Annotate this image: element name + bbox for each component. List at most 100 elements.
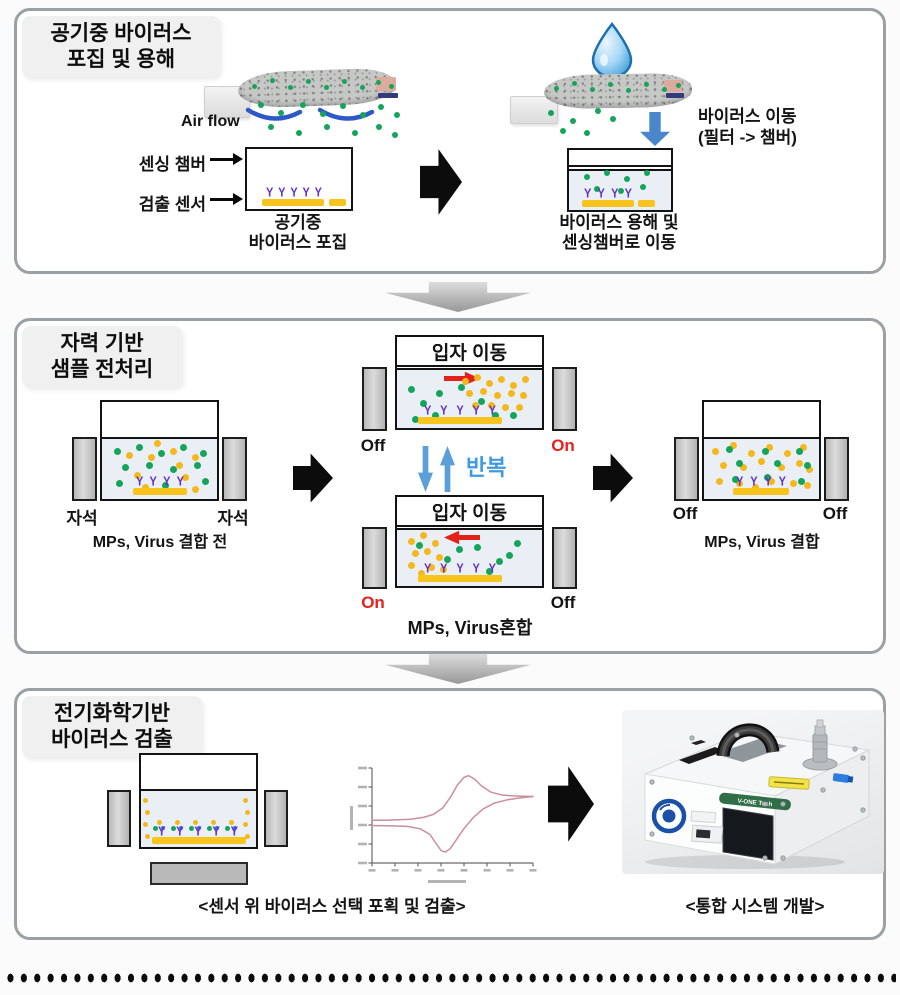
air-flow-label: Air flow xyxy=(181,113,240,130)
magnetic-particle-icon xyxy=(502,404,509,411)
magnetic-particle-icon xyxy=(420,532,427,539)
antibody-icon: Y xyxy=(472,562,480,576)
magnet-left xyxy=(674,437,699,501)
magnetic-particle-icon xyxy=(494,392,501,399)
magnetic-particle-icon xyxy=(245,810,250,815)
virus-particle-icon xyxy=(736,460,743,467)
magnetic-particle-icon xyxy=(157,820,162,825)
virus-particle-icon xyxy=(492,412,499,419)
virus-particle-icon xyxy=(640,184,646,190)
virus-particle-icon xyxy=(153,826,158,831)
sensor-caption: <센서 위 바이러스 선택 포획 및 검출> xyxy=(198,897,466,916)
virus-particle-icon xyxy=(570,118,576,124)
virus-particles xyxy=(248,96,400,140)
virus-particle-icon xyxy=(158,450,165,457)
pointer-arrow-icon xyxy=(210,193,243,204)
virus-particle-icon xyxy=(408,386,415,393)
particle-move-label: 입자 이동 xyxy=(431,342,508,364)
virus-particle-icon xyxy=(554,86,559,91)
antibody-icon: Y xyxy=(764,475,772,489)
virus-particle-icon xyxy=(594,186,600,192)
antibody-icon: Y xyxy=(472,404,480,418)
magnetic-particle-icon xyxy=(211,820,216,825)
virus-particle-icon xyxy=(258,102,264,108)
virus-particle-icon xyxy=(420,400,427,407)
virus-particle-icon xyxy=(624,176,630,182)
sensor-pad xyxy=(329,199,346,206)
magnet-left xyxy=(362,367,387,431)
magnetic-particle-icon xyxy=(412,550,419,557)
mp-virus-bound-particles xyxy=(706,440,814,492)
virus-particle-icon xyxy=(146,462,153,469)
magnetic-particle-icon xyxy=(508,390,515,397)
magnetic-particle-icon xyxy=(243,822,248,827)
particle-move-header: 입자 이동 xyxy=(397,337,542,367)
next-step-arrow-icon xyxy=(385,654,531,684)
sensing-chamber-label: 센싱 챔버 xyxy=(138,155,206,174)
virus-particle-icon xyxy=(202,478,209,485)
magnetic-particle-icon xyxy=(243,798,248,803)
detect-sensor-label: 검출 센서 xyxy=(138,195,206,214)
vent-slot xyxy=(679,747,725,764)
sensor-pad xyxy=(638,200,655,207)
antibody-icon: Y xyxy=(488,562,496,576)
virus-particle-icon xyxy=(506,552,513,559)
virus-particle-icon xyxy=(306,79,311,84)
magnetic-particle-icon xyxy=(436,554,443,561)
magnetic-particle-icon xyxy=(245,834,250,839)
magnet-state-off: Off xyxy=(550,593,576,612)
antibody-icon: Y xyxy=(290,186,298,200)
virus-particle-icon xyxy=(389,84,394,89)
virus-particle-icon xyxy=(610,116,616,122)
antibody-icon: Y xyxy=(194,825,202,839)
virus-particles xyxy=(540,104,660,136)
magnetic-particle-icon xyxy=(175,820,180,825)
antibody-icon: Y xyxy=(778,475,786,489)
magnetic-particle-icon xyxy=(800,444,807,451)
detection-sensor xyxy=(133,488,187,495)
virus-particle-icon xyxy=(122,464,129,471)
virus-particle-icon xyxy=(572,81,577,86)
system-caption: <통합 시스템 개발> xyxy=(685,897,825,916)
virus-particle-icon xyxy=(496,558,503,565)
virus-particle-icon xyxy=(320,111,326,117)
antibody-icon: Y xyxy=(149,475,157,489)
magnetic-particle-icon xyxy=(440,566,447,573)
detection-sensor xyxy=(418,575,502,582)
virus-particle-icon xyxy=(360,85,365,90)
antibody-icon: Y xyxy=(456,404,464,418)
virus-particle-icon xyxy=(514,540,521,547)
virus-particle-icon xyxy=(288,85,293,90)
virus-particle-icon xyxy=(161,826,165,830)
magnetic-particle-icon xyxy=(462,378,469,385)
virus-particle-icon xyxy=(474,544,481,551)
binding-caption: MPs, Virus 결합 xyxy=(704,534,820,551)
antibody-icon: Y xyxy=(440,404,448,418)
virus-particle-icon xyxy=(300,102,306,108)
magnetic-particle-icon xyxy=(480,388,487,395)
virus-particle-icon xyxy=(548,110,554,116)
inlet-nozzle-icon xyxy=(802,719,838,771)
virus-particle-icon xyxy=(676,83,681,88)
virus-particle-icon xyxy=(796,448,803,455)
virus-particle-icon xyxy=(170,466,177,473)
antibody-icon: Y xyxy=(302,186,310,200)
virus-particle-icon xyxy=(179,826,183,830)
brand-strip: V-ONE Tech xyxy=(719,792,791,811)
magnetic-particle-icon xyxy=(154,440,161,447)
particle-move-chamber-top: 입자 이동 xyxy=(395,335,544,430)
virus-particle-icon xyxy=(764,474,771,481)
virus-particle-icon xyxy=(324,124,330,130)
magnetic-particle-icon xyxy=(712,448,719,455)
virus-particle-icon xyxy=(207,826,212,831)
magnetic-particle-icon xyxy=(522,376,529,383)
antibody-icon: Y xyxy=(611,187,619,201)
magnetic-particle-icon xyxy=(229,820,234,825)
virus-particle-icon xyxy=(804,462,811,469)
antibody-icon: Y xyxy=(266,186,274,200)
antibody-icon: Y xyxy=(584,187,592,201)
magnetic-particle-icon xyxy=(510,382,517,389)
